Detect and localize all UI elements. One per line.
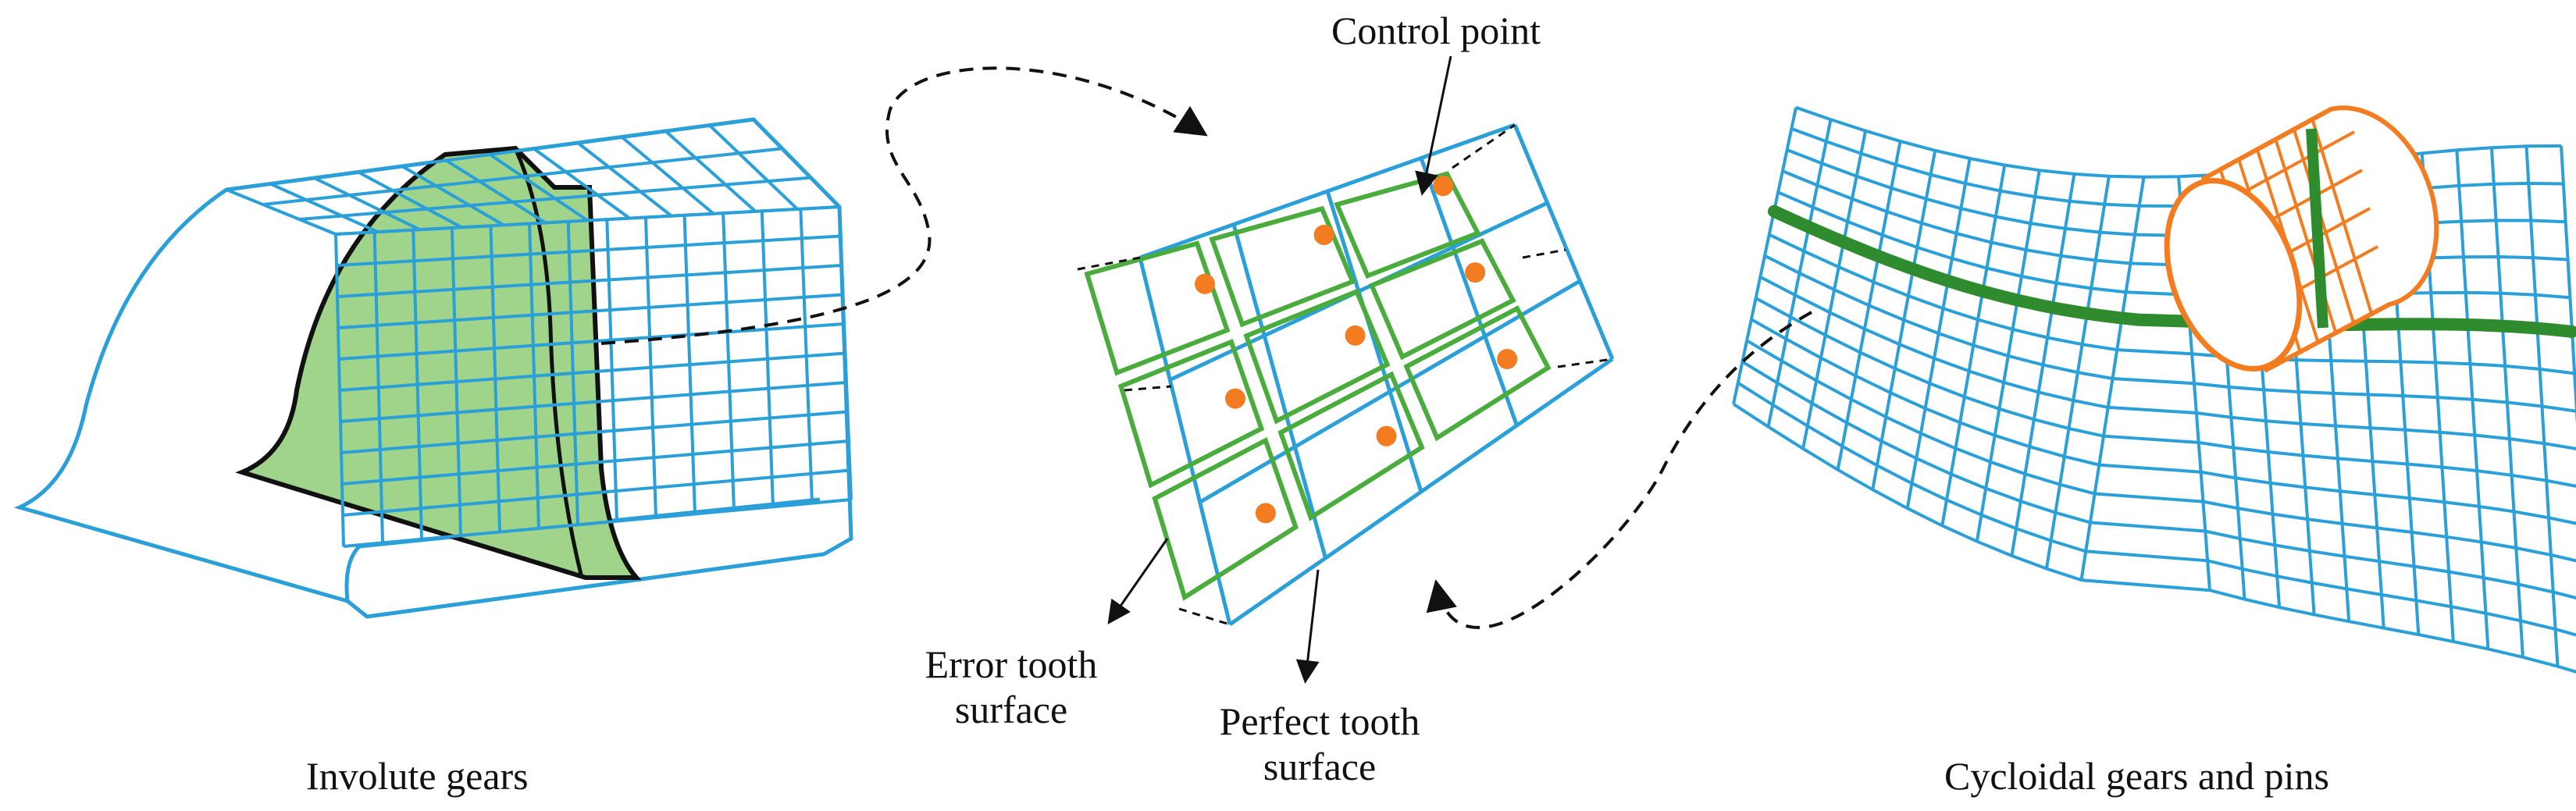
cycloidal-mesh-line — [1759, 276, 2576, 450]
involute-front-mesh-line — [338, 322, 845, 361]
control-point-dot — [1465, 262, 1486, 283]
involute-front-mesh-line — [336, 234, 841, 267]
cycloidal-mesh-line — [1746, 339, 2576, 563]
cycloidal-mesh-grid — [1732, 105, 2576, 674]
error-surface-cell — [1084, 240, 1231, 376]
involute-top-mesh-line — [752, 118, 841, 208]
involute-top-mesh-line — [226, 118, 754, 191]
tooth-surface-patch — [1077, 123, 1615, 627]
involute-top-mesh-line — [299, 176, 811, 221]
perfect-label-line2: surface — [1263, 745, 1377, 788]
pin-cylinder — [2164, 105, 2439, 373]
error-label-line2: surface — [954, 688, 1068, 731]
control-point-leader — [1415, 55, 1452, 196]
cycloidal-mesh-line — [1764, 254, 2576, 413]
error-surface-leader — [1107, 538, 1169, 624]
pin-end-face — [2164, 178, 2303, 372]
control-point-dot — [1313, 224, 1334, 245]
control-point-dot — [1345, 325, 1366, 346]
cycloidal-mesh-line — [1741, 360, 2576, 599]
involute-front-mesh-line — [339, 351, 846, 392]
cycloidal-mesh-line — [1732, 403, 2576, 674]
control-point-dot — [1433, 176, 1454, 197]
perfect-surface-grid-line — [1325, 190, 1423, 493]
error-surface-cell — [1334, 171, 1481, 279]
involute-top-mesh-line — [226, 188, 337, 236]
cycloidal-mesh-line — [1768, 233, 2575, 375]
involute-top-mesh-line — [269, 182, 379, 233]
perfect-label-line1: Perfect tooth — [1219, 699, 1420, 743]
involute-front-mesh-line — [343, 498, 852, 548]
error-surface-cell — [1152, 436, 1299, 601]
perfect-surface-leader — [1295, 569, 1320, 684]
involute-top-mesh-line — [708, 124, 799, 211]
error-perfect-connector — [1557, 357, 1613, 368]
cycloidal-gears-caption: Cycloidal gears and pins — [1944, 754, 2329, 798]
cycloidal-mesh-line — [1750, 318, 2576, 525]
error-surface-cell — [1209, 205, 1356, 328]
involute-top-mesh-line — [262, 147, 782, 206]
involute-top-mesh-line — [664, 130, 757, 213]
cycloidal-mesh-line — [2560, 145, 2576, 425]
involute-front-mesh-line — [337, 293, 843, 329]
perfect-surface-grid-line — [1138, 257, 1232, 625]
control-point-label: Control point — [1331, 9, 1541, 52]
involute-tooth-outline — [13, 117, 853, 619]
involute-top-mesh-line — [489, 153, 589, 222]
perfect-tooth-surface-label: Perfect tooth surface — [1199, 699, 1441, 789]
error-label-line1: Error tooth — [925, 642, 1098, 686]
error-perfect-connector — [1178, 607, 1231, 626]
involute-top-mesh-line — [620, 135, 715, 215]
error-tooth-surface-label: Error tooth surface — [910, 642, 1113, 732]
error-surface-cell — [1243, 288, 1391, 425]
cycloidal-mesh-line — [1755, 297, 2576, 488]
involute-top-mesh-line — [576, 141, 673, 218]
control-point-dot — [1224, 388, 1245, 409]
involute-front-mesh-line — [340, 410, 848, 454]
involute-front-mesh-line — [340, 381, 847, 423]
pin-mesh-line — [2311, 119, 2374, 315]
error-surface-cell — [1403, 305, 1552, 442]
perfect-surface-grid-line — [1139, 123, 1516, 260]
error-surface-cell — [1277, 371, 1425, 521]
involute-front-mesh-line — [335, 205, 840, 236]
involute-top-mesh-line — [313, 176, 421, 231]
involute-gears-caption: Involute gears — [306, 754, 529, 798]
cycloidal-mesh-line — [1737, 381, 2576, 637]
control-point-dot — [1195, 273, 1216, 294]
error-surface-cell — [1117, 339, 1265, 489]
pin-contact-line — [2306, 128, 2328, 329]
involute-top-mesh-line — [401, 165, 505, 227]
pin-mesh-line — [2292, 129, 2356, 324]
involute-mesh-grid — [226, 118, 853, 548]
involute-gear-figure — [13, 117, 853, 619]
dashed-link-arrow-top — [600, 66, 1208, 345]
perfect-surface-grid-line — [1419, 157, 1519, 426]
involute-top-mesh-line — [357, 170, 463, 229]
error-surface-cell — [1368, 238, 1516, 361]
involute-front-mesh-line — [341, 439, 850, 486]
control-point-dot — [1255, 503, 1276, 524]
error-perfect-connector — [1124, 385, 1172, 392]
involute-front-mesh-line — [337, 264, 843, 298]
cycloidal-gear-figure — [1732, 105, 2576, 674]
error-perfect-connector — [1522, 248, 1566, 259]
perfect-surface-grid-line — [1199, 279, 1581, 504]
error-perfect-connector — [1077, 256, 1141, 271]
perfect-surface-grid-line — [1231, 223, 1327, 559]
perfect-surface-grid-line — [1228, 357, 1614, 627]
involute-front-mesh-line — [342, 468, 850, 517]
involute-top-mesh-line — [533, 147, 631, 220]
control-point-dot — [1376, 425, 1397, 446]
control-point-dot — [1497, 348, 1518, 369]
involute-top-mesh-line — [445, 158, 547, 225]
cycloidal-mesh-line — [1795, 105, 2562, 179]
surface-patch-grid — [1077, 123, 1615, 627]
perfect-surface-grid-line — [1512, 124, 1615, 360]
error-perfect-connector — [1452, 123, 1516, 169]
